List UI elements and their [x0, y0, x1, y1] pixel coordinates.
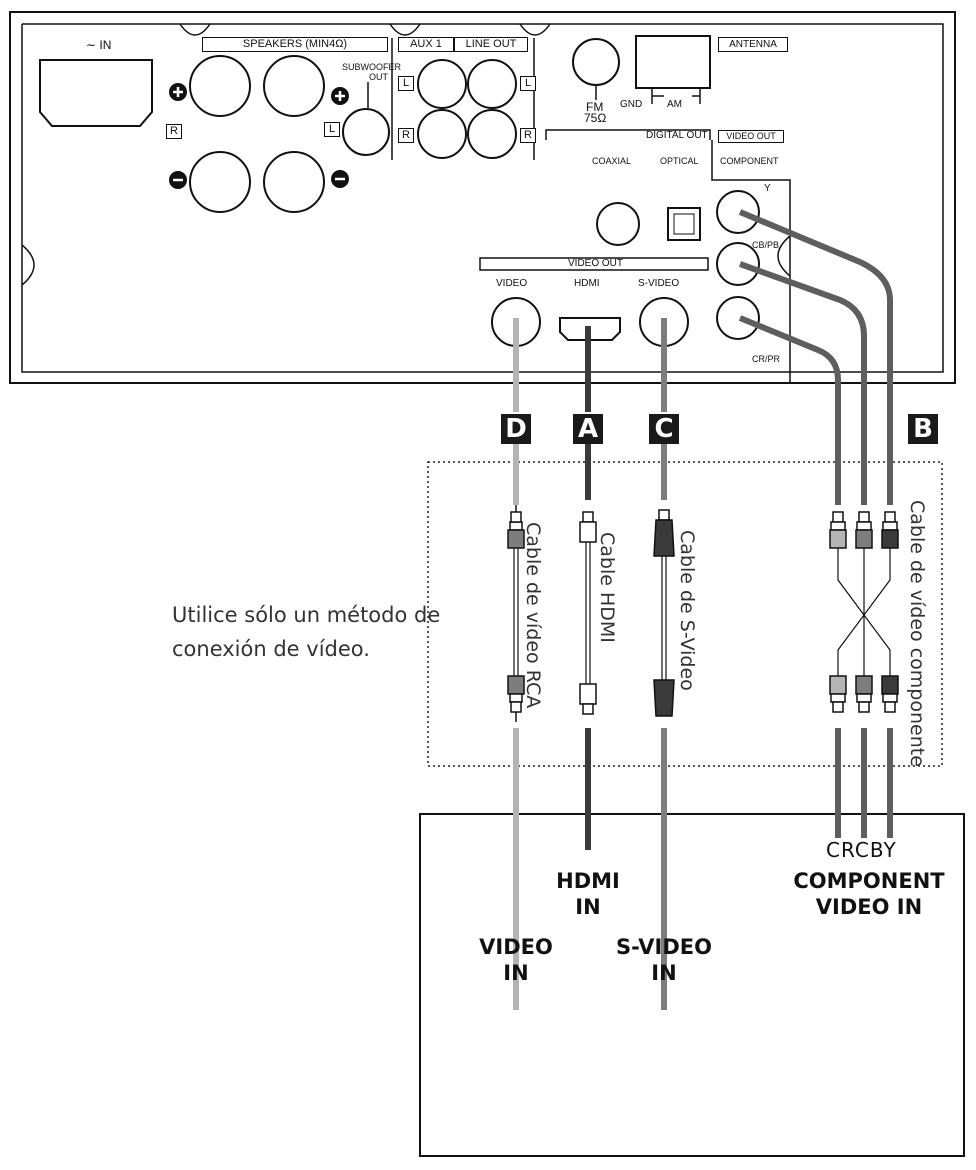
- rca-cable-label: Cable de vídeo RCA: [522, 522, 544, 709]
- ac-inlet: [39, 59, 153, 127]
- badge-b: B: [908, 414, 938, 444]
- note-line-2: conexión de vídeo.: [172, 637, 370, 661]
- video-in-label-1: VIDEO: [479, 935, 553, 959]
- video-in-label-2: IN: [503, 961, 529, 985]
- note-line-1: Utilice sólo un método de: [172, 603, 441, 627]
- coaxial-jack: [596, 202, 640, 246]
- svideo-cable-label: Cable de S-Video: [676, 530, 698, 691]
- speakers-label: SPEAKERS (MIN4Ω): [202, 37, 388, 52]
- am-terminal: [635, 35, 711, 89]
- fm-antenna-jack: [572, 38, 620, 86]
- fm-ohm-label: 75Ω: [584, 111, 607, 125]
- coaxial-label: COAXIAL: [592, 156, 632, 166]
- video-out-small-label: VIDEO OUT: [718, 130, 784, 143]
- aux-l-label: L: [398, 76, 414, 91]
- am-label: AM: [667, 99, 682, 110]
- speaker-terminals: [189, 55, 390, 213]
- speaker-r-label: R: [166, 124, 182, 139]
- cr-pr-label: CR/PR: [752, 354, 781, 364]
- hdmi-cable-label: Cable HDMI: [596, 532, 618, 643]
- antenna-label: ANTENNA: [718, 37, 788, 52]
- receiver-rear-panel: [9, 11, 956, 384]
- line-l-label: L: [520, 76, 536, 91]
- optical-jack: [667, 207, 701, 241]
- fm-label: FM: [586, 100, 604, 114]
- cb-pb-label: CB/PB: [752, 240, 780, 250]
- crcby-label: CRCBY: [826, 838, 897, 862]
- component-cables: [738, 209, 893, 838]
- badge-c: C: [649, 414, 679, 444]
- component-connectors: [829, 511, 899, 713]
- aux-r-label: R: [398, 128, 414, 143]
- hdmi-out-jack: [559, 317, 621, 341]
- s-video-label: S-VIDEO: [638, 278, 680, 289]
- polarity-plus-icon: [169, 83, 349, 105]
- hdmi-in-label-1: HDMI: [556, 869, 620, 893]
- y-label: Y: [764, 183, 771, 194]
- ac-in-label: ∼ IN: [86, 38, 112, 52]
- digital-out-label: DIGITAL OUT: [646, 130, 708, 141]
- optical-label: OPTICAL: [660, 156, 699, 166]
- line-out-label: LINE OUT: [454, 37, 528, 52]
- aux-line-jacks: [417, 59, 517, 159]
- hdmi-label: HDMI: [574, 278, 600, 289]
- gnd-label: GND: [620, 99, 643, 110]
- video-label: VIDEO: [496, 278, 528, 289]
- subwoofer-out-label: SUBWOOFER OUT: [342, 62, 402, 82]
- component-cable-label: Cable de vídeo componente: [906, 500, 928, 767]
- component-label: COMPONENT: [720, 156, 779, 166]
- svideo-in-label-2: IN: [651, 961, 677, 985]
- subwoofer-l-label: L: [324, 122, 340, 137]
- badge-d: D: [501, 414, 531, 444]
- badge-a: A: [573, 414, 603, 444]
- cable-region: [427, 461, 943, 767]
- aux1-label: AUX 1: [398, 37, 454, 52]
- hdmi-in-label-2: IN: [575, 895, 601, 919]
- polarity-minus-icon: [169, 170, 349, 189]
- tv-box: [419, 813, 965, 1157]
- svideo-in-label-1: S-VIDEO: [615, 935, 712, 959]
- component-jacks: [716, 190, 760, 340]
- video-out-bar-label: VIDEO OUT: [568, 258, 624, 269]
- component-in-label-1: COMPONENT: [793, 869, 945, 893]
- component-in-label-2: VIDEO IN: [815, 895, 923, 919]
- svideo-cable: [653, 318, 675, 1010]
- hdmi-cable: [579, 326, 597, 850]
- line-r-label: R: [520, 128, 536, 143]
- rca-cable: [507, 318, 525, 1010]
